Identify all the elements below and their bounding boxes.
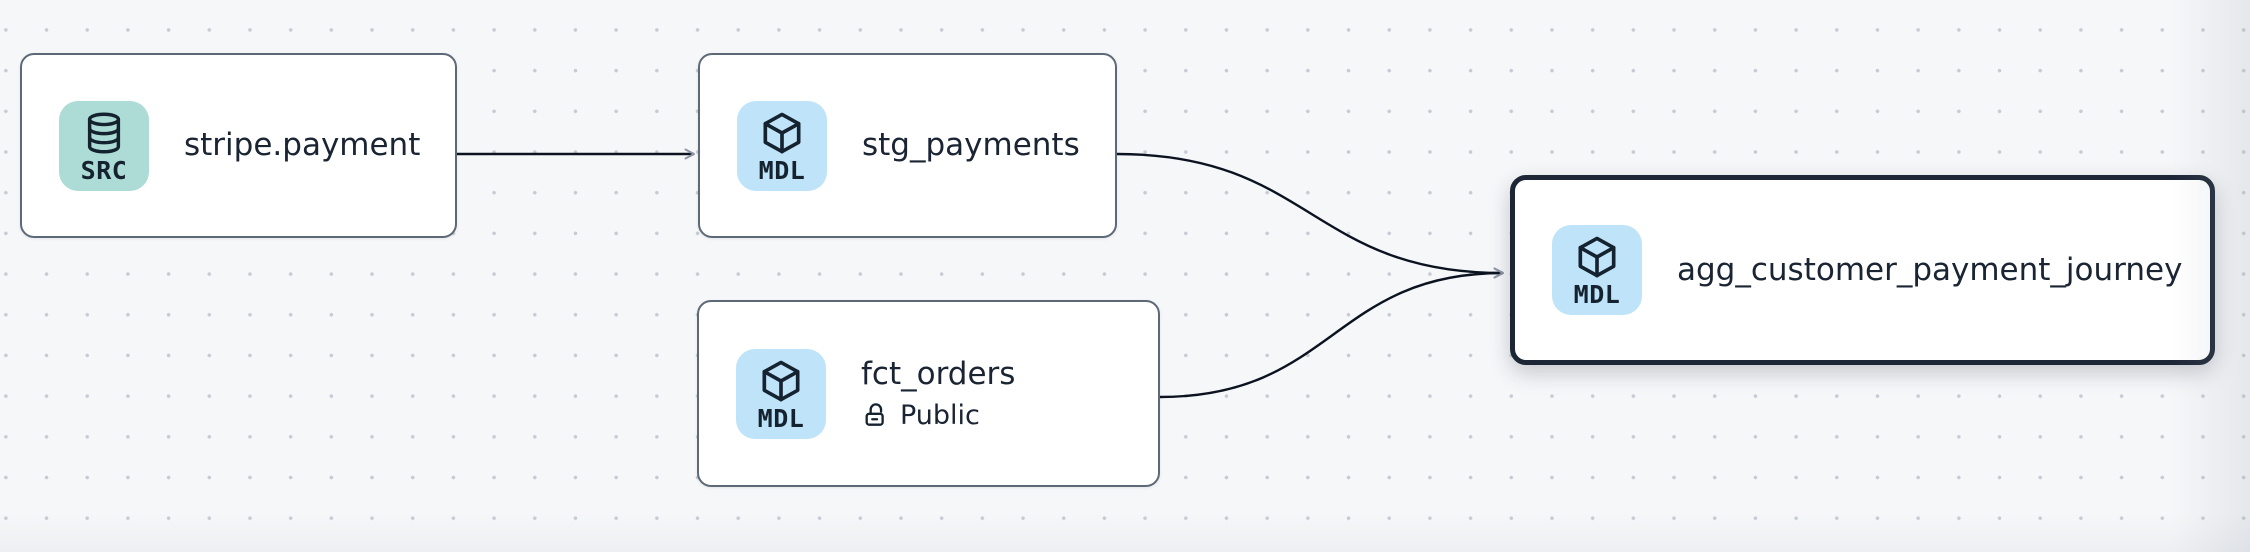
database-icon xyxy=(87,112,121,154)
access-row: Public xyxy=(861,400,1015,432)
node-title: stg_payments xyxy=(862,127,1080,164)
node-agg-customer-payment-journey[interactable]: MDL agg_customer_payment_journey xyxy=(1510,175,2215,365)
badge-label: MDL xyxy=(758,155,806,185)
edge-stg-payments-to-agg-customer-payment-journey[interactable] xyxy=(1116,152,1504,279)
unlock-icon xyxy=(865,403,884,427)
access-label: Public xyxy=(900,399,980,431)
node-title: fct_orders xyxy=(861,355,1016,392)
model-badge: MDL xyxy=(737,100,827,191)
model-badge: MDL xyxy=(1552,225,1642,315)
node-title: stripe.payment xyxy=(184,127,421,164)
cube-icon xyxy=(762,360,800,402)
cube-icon xyxy=(1578,236,1616,278)
cube-icon xyxy=(763,112,801,154)
badge-label: MDL xyxy=(757,403,805,433)
badge-label: SRC xyxy=(80,155,128,185)
node-title: agg_customer_payment_journey xyxy=(1677,251,2183,288)
edge-fct-orders-to-agg-customer-payment-journey[interactable] xyxy=(1159,267,1504,399)
node-stg-payments[interactable]: MDL stg_payments xyxy=(698,53,1117,238)
source-badge: SRC xyxy=(59,100,149,191)
node-stripe-payment[interactable]: SRC stripe.payment xyxy=(20,53,457,238)
node-fct-orders[interactable]: MDL fct_orders Public xyxy=(697,300,1160,487)
model-badge: MDL xyxy=(736,348,826,439)
badge-label: MDL xyxy=(1573,280,1621,310)
